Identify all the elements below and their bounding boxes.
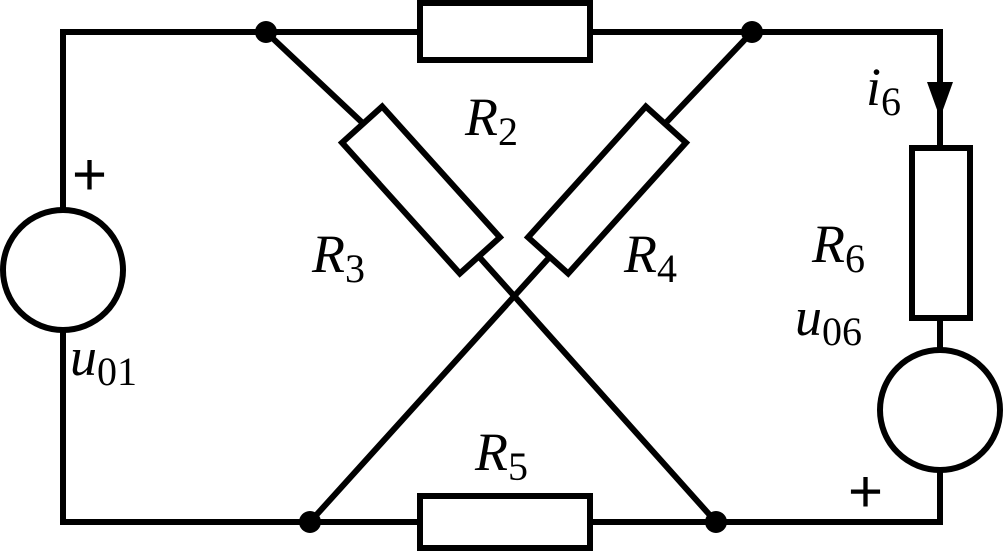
wire-diag-r4-top [655, 27, 757, 134]
current-arrow-i6 [927, 82, 953, 118]
resistor-r2 [417, 0, 593, 63]
polarity-plus-u01: + [72, 141, 107, 208]
junction-bottom-right [705, 511, 727, 533]
label-r5: R5 [474, 422, 528, 489]
wires [60, 27, 943, 527]
resistor-r5 [417, 493, 593, 551]
wire-diag-r3-top [261, 27, 374, 134]
label-r4: R4 [623, 224, 677, 291]
junction-top-right [741, 21, 763, 43]
voltage-source-u06 [877, 347, 1003, 473]
label-u06: u06 [795, 287, 862, 354]
label-r6: R6 [811, 214, 865, 281]
junction-top-left [255, 21, 277, 43]
label-r3: R3 [311, 224, 365, 291]
label-r2: R2 [464, 87, 518, 154]
label-i6: i6 [866, 57, 901, 124]
voltage-source-u01 [0, 207, 126, 333]
polarity-plus-u06: + [848, 458, 883, 525]
label-u01: u01 [70, 327, 137, 394]
resistor-r3 [337, 102, 505, 278]
wire-diag-r4-bottom [305, 245, 561, 527]
resistor-r4 [523, 102, 691, 278]
resistor-r6 [909, 145, 973, 321]
junction-bottom-left [299, 511, 321, 533]
